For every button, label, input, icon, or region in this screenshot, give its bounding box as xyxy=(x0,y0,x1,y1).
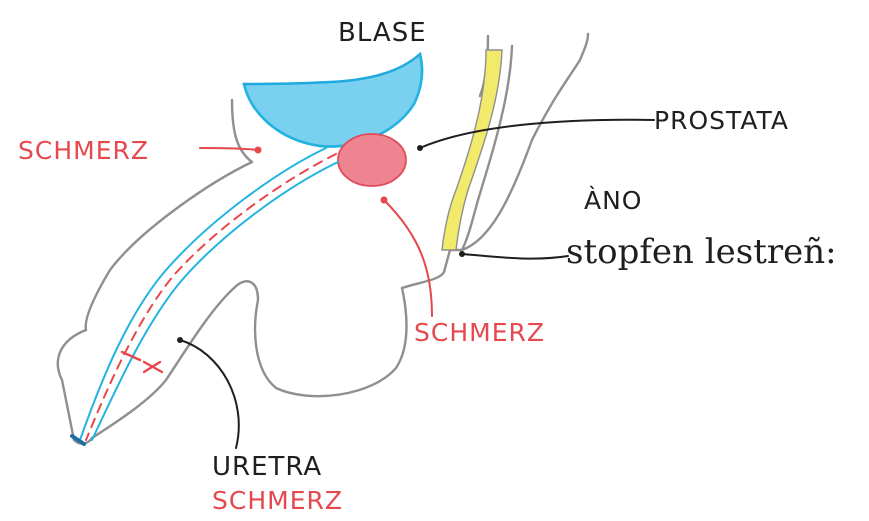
urethra-wall-upper xyxy=(80,148,326,440)
leader-uretra-dot xyxy=(177,337,183,343)
penis-outline-upper xyxy=(58,330,86,440)
leader-prostata-dot xyxy=(417,145,423,151)
label-blase: BLASE xyxy=(338,18,427,48)
leader-schmerz-middle xyxy=(384,200,432,316)
perineum-outline xyxy=(402,250,462,288)
urethra-pain-line xyxy=(86,154,336,440)
bladder xyxy=(244,54,422,147)
label-uretra: URETRA xyxy=(212,452,322,482)
leader-prostata xyxy=(420,120,654,148)
leader-schmerz-left xyxy=(200,148,258,150)
label-schmerz-middle: SCHMERZ xyxy=(414,318,545,347)
label-schmerz-left: SCHMERZ xyxy=(18,136,149,165)
label-ano-note: stopfen lestreñ: xyxy=(566,232,837,272)
leader-ano-dot xyxy=(459,251,465,257)
leader-schmerz-left-dot xyxy=(255,147,262,154)
leader-schmerz-middle-dot xyxy=(381,197,388,204)
prostate xyxy=(338,134,406,186)
scrotum-outline xyxy=(234,281,407,396)
label-schmerz-bottom: SCHMERZ xyxy=(212,486,343,515)
label-ano: ÀNO xyxy=(584,186,642,215)
leader-uretra xyxy=(180,340,239,448)
label-prostata: PROSTATA xyxy=(654,106,789,135)
urethra xyxy=(72,148,338,444)
penis-outline-lower xyxy=(92,288,234,438)
urethra-wall-lower xyxy=(92,162,338,440)
leader-ano xyxy=(462,254,568,259)
pain-cross-icon xyxy=(122,352,162,372)
